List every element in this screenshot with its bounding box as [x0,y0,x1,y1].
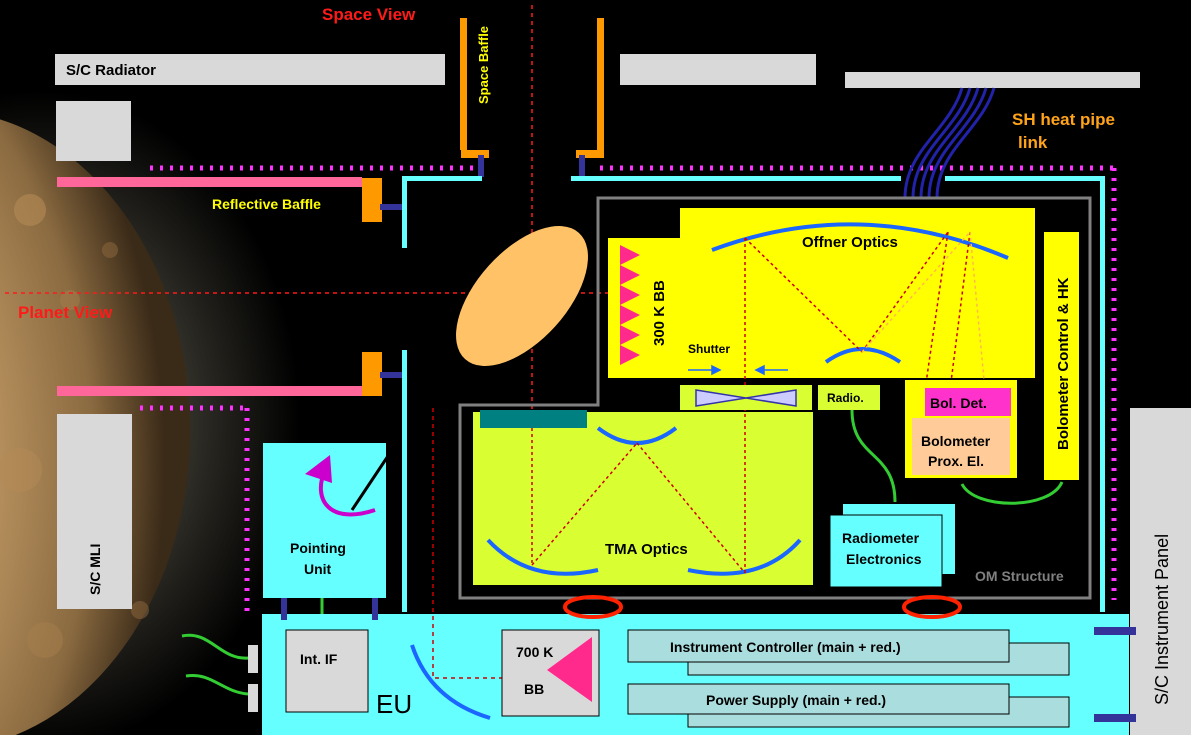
reflective-baffle-label: Reflective Baffle [212,196,321,212]
bb-300k-box [608,238,680,378]
offner-optics-label: Offner Optics [802,234,898,251]
pointing-unit-label-line1: Pointing [290,540,346,556]
reflective-baffle-top-mount [380,204,402,210]
eu-connector-2 [248,684,258,712]
om-structure-label: OM Structure [975,568,1064,584]
space-baffle-left [460,18,467,150]
space-baffle-label: Space Baffle [476,26,491,104]
heat-pipe-link [905,88,994,198]
sc-radiator-bar-mid [620,54,816,85]
sc-mli-label: S/C MLI [87,544,103,595]
sc-radiator-label: S/C Radiator [66,62,156,79]
planet-view-label: Planet View [18,303,113,322]
bb-700k-label-line2: BB [524,681,544,697]
int-if-label: Int. IF [300,651,338,667]
sh-heat-pipe-label-line2: link [1018,133,1048,152]
pink-panel-top [57,177,362,187]
tma-optics-label: TMA Optics [605,541,688,558]
scan-mirror [432,203,613,390]
bolometer-prox-label-line2: Prox. El. [928,453,984,469]
space-view-label: Space View [322,5,416,24]
reflective-baffle-top [362,178,382,222]
bb-300k-label: 300 K BB [651,280,668,346]
sc-panel-mount-bottom [1094,714,1136,722]
bol-det-label: Bol. Det. [930,395,987,411]
eu-label: EU [376,689,412,719]
reflective-baffle-bottom-mount [380,372,402,378]
eu-connector-1 [248,645,258,673]
tma-detector-bar [480,410,587,428]
space-baffle-left-foot [461,150,489,158]
space-baffle-left-mount [478,155,484,177]
sc-instrument-panel-label: S/C Instrument Panel [1152,534,1172,705]
bb-700k-label-line1: 700 K [516,644,553,660]
eu-mount-left [281,598,287,620]
sc-panel-mount-top [1094,627,1136,635]
pointing-unit-label-line2: Unit [304,561,332,577]
shutter-label: Shutter [688,342,730,356]
radiometer-electronics-label-line2: Electronics [846,551,922,567]
bolometer-control-label: Bolometer Control & HK [1055,277,1072,450]
space-baffle-right [597,18,604,150]
space-baffle-right-mount [579,155,585,177]
sh-heat-pipe-label-line1: SH heat pipe [1012,110,1115,129]
reflective-baffle-bottom [362,352,382,396]
sc-radiator-bar-right [845,72,1140,88]
radio-label: Radio. [827,391,864,405]
pink-panel-bottom [57,386,362,396]
radiometer-electronics-label-line1: Radiometer [842,530,920,546]
bolometer-prox-label-line1: Bolometer [921,433,991,449]
eu-mount-right [372,598,378,620]
power-supply-label: Power Supply (main + red.) [706,692,886,708]
instrument-controller-label: Instrument Controller (main + red.) [670,639,901,655]
sc-box-top-left [56,101,131,161]
int-if-box [286,630,368,712]
tma-optics-box [473,412,813,585]
